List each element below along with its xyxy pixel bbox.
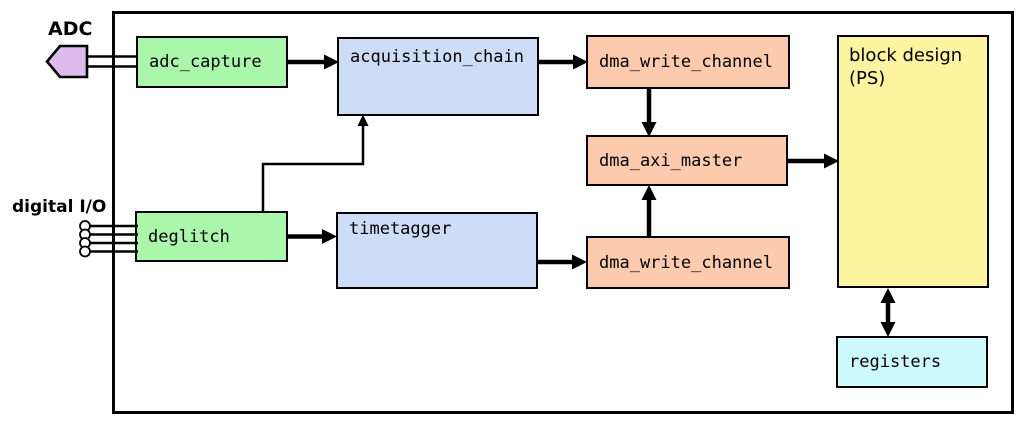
block-timetagger-label: timetagger: [349, 219, 452, 239]
block-adc-capture-label: adc_capture: [149, 52, 262, 72]
block-dma-write-channel-top-label: dma_write_channel: [599, 52, 773, 72]
digital-io-port-label: digital I/O: [12, 197, 107, 217]
block-dma-write-channel-bottom: dma_write_channel: [586, 236, 790, 289]
block-adc-capture: adc_capture: [136, 36, 288, 88]
block-dma-axi-master-label: dma_axi_master: [599, 150, 743, 171]
block-dma-axi-master: dma_axi_master: [586, 135, 788, 186]
block-registers: registers: [836, 336, 988, 388]
digital-io-pins: [79, 220, 91, 258]
digital-io-pin-icon: [79, 228, 91, 241]
fpga-boundary-box: [112, 11, 1014, 414]
block-dma-write-channel-top: dma_write_channel: [586, 35, 790, 89]
digital-io-pin-icon: [79, 237, 91, 249]
block-acquisition-chain: acquisition_chain: [337, 37, 539, 116]
adc-port-label: ADC: [48, 18, 93, 40]
block-block-design-ps: block design (PS): [837, 35, 989, 288]
block-dma-write-channel-bottom-label: dma_write_channel: [599, 252, 773, 273]
digital-io-pin-icon: [79, 220, 91, 232]
block-block-design-ps-label: block design (PS): [849, 45, 963, 90]
digital-io-pin-icon: [79, 245, 91, 258]
block-deglitch: deglitch: [135, 211, 288, 262]
block-deglitch-label: deglitch: [148, 226, 230, 247]
block-registers-label: registers: [849, 352, 942, 372]
adc-port-icon: [45, 44, 89, 79]
block-timetagger: timetagger: [336, 212, 538, 289]
block-acquisition-chain-label: acquisition_chain: [350, 47, 524, 67]
